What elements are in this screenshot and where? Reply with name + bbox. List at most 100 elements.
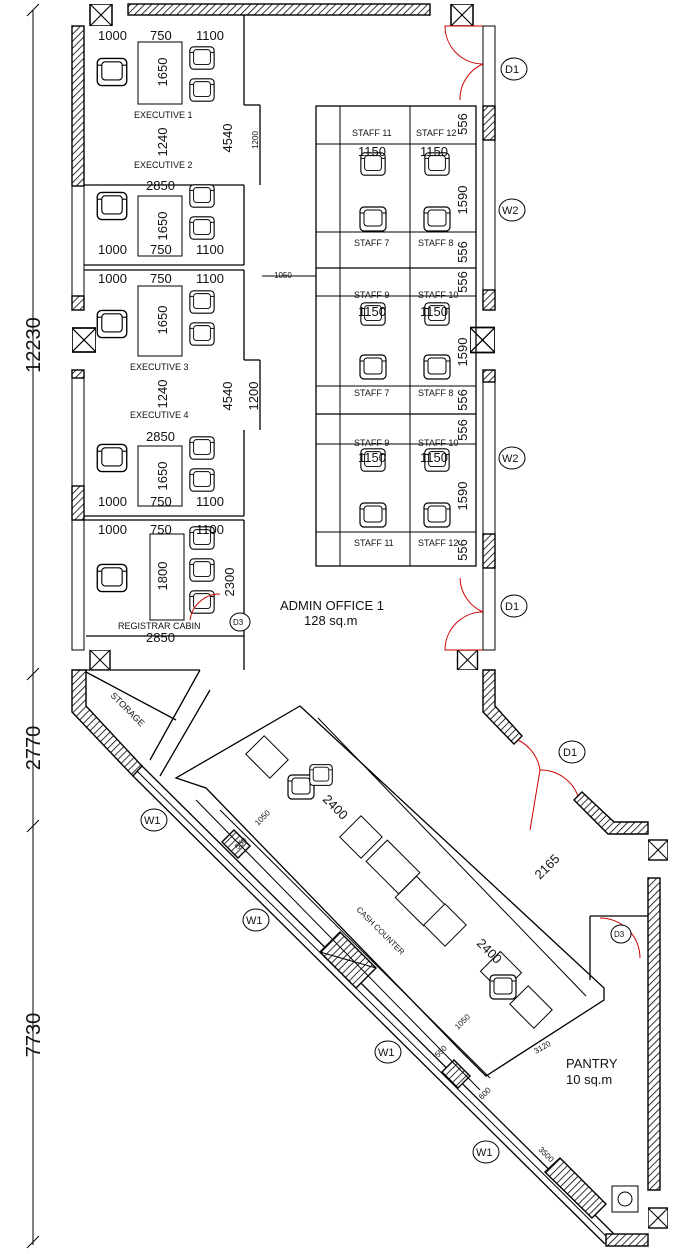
tag-d1-mid: D1 [505, 601, 519, 613]
dim-1590-c: 1590 [455, 482, 470, 511]
dim-556-f: 556 [455, 539, 470, 561]
dim-1000-exec3: 1000 [98, 271, 127, 286]
dim-1100-exec1: 1100 [196, 28, 224, 43]
dim-750-exec3: 750 [150, 271, 172, 286]
overall-dim-7730: 7730 [23, 1013, 45, 1058]
label-staff-12-bottom: STAFF 12 [418, 538, 458, 548]
dim-1200-lower: 1200 [246, 382, 261, 411]
dim-2400-upper: 2400 [320, 792, 351, 823]
dim-556-b: 556 [455, 241, 470, 263]
tag-w1-c: W1 [378, 1047, 395, 1059]
dim-556-d: 556 [455, 389, 470, 411]
label-admin-office: ADMIN OFFICE 1 [280, 598, 384, 613]
label-staff-7-a: STAFF 7 [354, 238, 389, 248]
tag-d1-right: D1 [563, 747, 577, 759]
dim-1050-lower: 1050 [453, 1012, 472, 1031]
dim-1150-c1: 1150 [358, 450, 386, 465]
dim-1590-a: 1590 [455, 186, 470, 215]
tag-w2-top: W2 [502, 205, 519, 217]
dim-1150-a1: 1150 [358, 144, 386, 159]
dim-2850-exec2: 2850 [146, 178, 175, 193]
label-executive-1: EXECUTIVE 1 [134, 110, 193, 120]
dim-1000-reg: 1000 [98, 522, 127, 537]
dim-1650-exec2: 1650 [155, 212, 170, 241]
label-admin-area: 128 sq.m [304, 613, 357, 628]
dim-1150-c2: 1150 [420, 450, 448, 465]
overall-dim-2770: 2770 [23, 726, 45, 771]
label-storage: STORAGE [109, 690, 147, 728]
dim-2850-exec4: 2850 [146, 429, 175, 444]
overall-dim-12230: 12230 [23, 317, 45, 373]
executive-partitions [84, 15, 261, 777]
label-executive-3: EXECUTIVE 3 [130, 362, 189, 372]
executive-furniture [96, 41, 221, 621]
tag-w1-a: W1 [144, 815, 161, 827]
label-staff-10-b: STAFF 10 [418, 438, 458, 448]
dim-1000-exec1: 1000 [98, 28, 127, 43]
dim-600: 600 [477, 1085, 493, 1101]
cash-counter: 2400 2400 1050 1050 550 550 CASH COUNTER… [174, 705, 605, 1164]
tag-w2-bottom: W2 [502, 453, 519, 465]
dim-3120: 3120 [533, 1039, 553, 1056]
dim-1100-exec4: 1100 [196, 494, 224, 509]
label-staff-9-a: STAFF 9 [354, 290, 389, 300]
dim-750-exec1: 750 [150, 28, 172, 43]
dim-2300-reg: 2300 [222, 568, 237, 597]
label-staff-7-b: STAFF 7 [354, 388, 389, 398]
admin-office: ADMIN OFFICE 1 128 sq.m [280, 598, 384, 628]
dim-1050-corridor: 1050 [274, 271, 292, 280]
dim-2165: 2165 [532, 851, 563, 882]
dim-1100-reg: 1100 [196, 522, 224, 537]
dim-1650-exec3: 1650 [155, 306, 170, 335]
dim-750-exec2: 750 [150, 242, 172, 257]
label-staff-9-b: STAFF 9 [354, 438, 389, 448]
dim-1800-reg: 1800 [155, 562, 170, 591]
dim-1240-exec12: 1240 [155, 128, 170, 157]
tag-w1-d: W1 [476, 1147, 493, 1159]
dim-1150-a2: 1150 [420, 144, 448, 159]
exterior-walls [71, 3, 668, 1247]
executive-dimensions: 1000 750 1100 1650 2850 1650 1240 1000 7… [98, 28, 261, 645]
label-registrar-cabin: REGISTRAR CABIN [118, 621, 201, 631]
label-executive-4: EXECUTIVE 4 [130, 410, 189, 420]
dim-1050-upper: 1050 [253, 808, 272, 827]
dim-1650-exec4: 1650 [155, 462, 170, 491]
storage-room: STORAGE [109, 690, 147, 728]
label-staff-11-bottom: STAFF 11 [354, 538, 394, 548]
dim-1590-b: 1590 [455, 338, 470, 367]
label-staff-11-top: STAFF 11 [352, 128, 392, 138]
tag-w1-b: W1 [246, 915, 263, 927]
dim-1240-exec34: 1240 [155, 380, 170, 409]
label-pantry: PANTRY [566, 1056, 618, 1071]
label-staff-8-b: STAFF 8 [418, 388, 453, 398]
dim-1650-exec1: 1650 [155, 58, 170, 87]
dim-4540-lower: 4540 [220, 382, 235, 411]
dim-556-a: 556 [455, 113, 470, 135]
staff-workstations: STAFF 11 STAFF 12 STAFF 7 STAFF 8 STAFF … [262, 105, 477, 567]
dim-556-e: 556 [455, 419, 470, 441]
label-pantry-area: 10 sq.m [566, 1072, 612, 1087]
dim-3500: 3500 [537, 1145, 556, 1164]
dim-1000-exec4: 1000 [98, 494, 127, 509]
tag-d3-registrar: D3 [233, 618, 244, 627]
dim-556-c: 556 [455, 271, 470, 293]
executive-labels: EXECUTIVE 1 EXECUTIVE 2 EXECUTIVE 3 EXEC… [118, 110, 201, 631]
dim-1100-exec3: 1100 [196, 271, 224, 286]
dim-1150-b1: 1150 [358, 304, 386, 319]
tag-d1-top: D1 [505, 64, 519, 76]
dim-1000-exec2: 1000 [98, 242, 127, 257]
label-staff-8-a: STAFF 8 [418, 238, 453, 248]
dim-2850-reg: 2850 [146, 630, 175, 645]
dim-750-reg: 750 [150, 522, 172, 537]
tag-d3-pantry: D3 [614, 930, 625, 939]
overall-dimension: 12230 2770 7730 [23, 3, 45, 1249]
label-staff-12-top: STAFF 12 [416, 128, 456, 138]
opening-tags: D1 W2 W2 D1 D1 W1 W1 W1 W1 D3 D3 [140, 57, 632, 1164]
dim-1100-exec2: 1100 [196, 242, 224, 257]
dim-4540-upper: 4540 [220, 124, 235, 153]
dim-1200-upper: 1200 [251, 131, 260, 149]
pantry: PANTRY 10 sq.m [566, 1056, 639, 1213]
label-executive-2: EXECUTIVE 2 [134, 160, 193, 170]
dim-750-exec4: 750 [150, 494, 172, 509]
